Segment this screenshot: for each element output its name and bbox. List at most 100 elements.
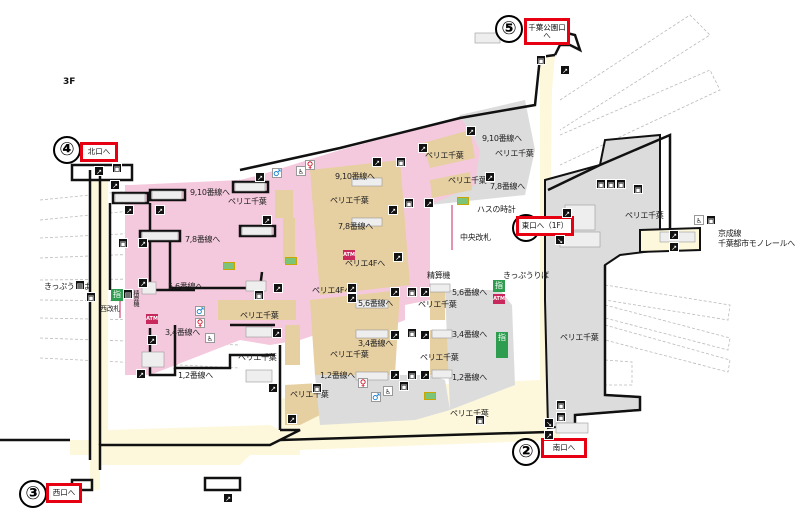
escalator-icon: ↗ <box>669 230 679 240</box>
female-restroom-icon: ♀ <box>195 318 205 329</box>
ticket-office-label: きっぷうりば <box>44 282 90 291</box>
monorail-label: 千葉都市モノレールへ <box>718 239 795 248</box>
shop-label: ペリエ千葉 <box>238 353 277 362</box>
male-restroom-icon: ♂ <box>272 168 282 179</box>
elevator-icon: ▣ <box>86 292 96 302</box>
atm-icon: ATM <box>493 294 505 304</box>
platform-label-5-6: 5,6番線へ <box>168 282 203 291</box>
wheelchair-icon: ♿ <box>694 215 704 225</box>
reserved-ticket-icon: 指 <box>111 289 123 301</box>
exit-east-button[interactable]: 東口へ（1F） <box>516 216 574 236</box>
exit-north-button[interactable]: 北口へ <box>80 142 118 162</box>
elevator-icon: ▣ <box>475 415 485 425</box>
escalator-icon: ↗ <box>420 287 430 297</box>
locker-icon: ▣ <box>606 179 616 189</box>
ticket-machine-icon: ▤ <box>75 280 85 290</box>
lotus-clock-label: ハスの時計 <box>477 205 516 214</box>
elevator-icon: ▣ <box>556 412 566 422</box>
elevator-icon: ▣ <box>407 287 417 297</box>
fare-adjust-label: 精算機 <box>427 271 451 280</box>
exit-west-button[interactable]: 西口へ <box>46 483 82 503</box>
elevator-icon: ▣ <box>407 370 417 380</box>
platform-label-1-2: 1,2番線へ <box>178 371 213 380</box>
escalator-icon: ↗ <box>669 242 679 252</box>
atm-icon: ATM <box>343 250 355 260</box>
escalator-icon: ↗ <box>287 414 297 424</box>
escalator-icon: ↗ <box>347 283 357 293</box>
escalator-icon: ↗ <box>273 283 283 293</box>
elevator-icon: ▣ <box>556 400 566 410</box>
escalator-icon: ↗ <box>272 328 282 338</box>
perrier-4f-label: ペリエ4Fへ <box>345 259 385 268</box>
platform-label-5-6-east: 5,6番線へ <box>452 288 487 297</box>
platform-label-9-10: 9,10番線へ <box>190 188 230 197</box>
platform-label-9-10-center: 9,10番線へ <box>335 172 375 181</box>
shop-label: ペリエ千葉 <box>625 211 664 220</box>
escalator-icon: ↗ <box>418 143 428 153</box>
shop-label: ペリエ千葉 <box>330 350 369 359</box>
elevator-icon: ▣ <box>407 328 417 338</box>
elevator-icon: ▣ <box>118 238 128 248</box>
male-restroom-icon: ♂ <box>195 306 205 317</box>
male-restroom-icon: ♂ <box>371 392 381 403</box>
exit-number-5: ⑤ <box>495 15 523 43</box>
fare-adjust-label: 精算機 <box>132 290 139 308</box>
escalator-icon: ↗ <box>347 293 357 303</box>
locker-icon: ▣ <box>616 179 626 189</box>
gate-markers <box>119 205 453 318</box>
shop-label: ペリエ千葉 <box>290 390 329 399</box>
escalator-icon: ↗ <box>388 205 398 215</box>
escalator-icon: ↗ <box>393 252 403 262</box>
locker-icon: ▣ <box>633 184 643 194</box>
escalator-icon: ↗ <box>390 287 400 297</box>
escalator-icon: ↗ <box>262 215 272 225</box>
ticket-office-label: きっぷうりば <box>503 271 549 280</box>
exit-chiba-park-button[interactable]: 千葉公園口へ <box>524 18 570 45</box>
wheelchair-icon: ♿ <box>383 386 393 396</box>
escalator-icon: ↗ <box>155 205 165 215</box>
coin-locker-icon <box>457 197 469 205</box>
elevator-icon: ▣ <box>404 198 414 208</box>
escalator-icon: ↗ <box>424 198 434 208</box>
locker-icon: ▣ <box>596 179 606 189</box>
platform-label-3-4-east: 3,4番線へ <box>452 330 487 339</box>
escalator-icon: ↗ <box>268 383 278 393</box>
platform-label-7-8: 7,8番線へ <box>185 235 220 244</box>
platform-label-9-10-east: 9,10番線へ <box>482 134 522 143</box>
exit-number-3: ③ <box>19 480 47 508</box>
elevator-icon: ▣ <box>536 55 546 65</box>
escalator-icon: ↗ <box>420 330 430 340</box>
wheelchair-icon: ♿ <box>205 333 215 343</box>
shop-label: ペリエ千葉 <box>448 176 487 185</box>
shop-label: ペリエ千葉 <box>228 197 267 206</box>
floor-label: 3F <box>63 77 76 87</box>
keisei-line-label: 京成線 <box>718 229 742 238</box>
exit-south-button[interactable]: 南口へ <box>541 438 587 458</box>
escalator-icon: ↗ <box>390 370 400 380</box>
escalator-icon: ↗ <box>94 166 104 176</box>
escalator-icon: ↗ <box>544 430 554 440</box>
platform-label-7-8-center: 7,8番線へ <box>338 222 373 231</box>
reserved-ticket-machine-icon: 指 <box>496 332 508 358</box>
coin-locker-icon <box>424 392 436 400</box>
escalator-icon: ↗ <box>147 335 157 345</box>
escalator-icon: ↗ <box>255 172 265 182</box>
exit-number-4: ④ <box>53 136 81 164</box>
female-restroom-icon: ♀ <box>358 378 368 389</box>
shop-label: ペリエ千葉 <box>420 353 459 362</box>
exit-number-2: ② <box>512 438 540 466</box>
central-gate-label: 中央改札 <box>460 233 491 242</box>
baby-room-icon: ▣ <box>399 381 409 391</box>
escalator-icon: ↗ <box>562 208 572 218</box>
elevator-icon: ▣ <box>254 290 264 300</box>
escalator-icon: ↗ <box>138 278 148 288</box>
escalator-icon: ↗ <box>560 65 570 75</box>
platform-label-7-8-east: 7,8番線へ <box>490 182 525 191</box>
coin-locker-icon <box>223 262 235 270</box>
escalator-icon: ↗ <box>390 330 400 340</box>
coin-locker-icon <box>285 257 297 265</box>
female-restroom-icon: ♀ <box>305 160 315 171</box>
platform-label-3-4: 3,4番線へ <box>165 328 200 337</box>
